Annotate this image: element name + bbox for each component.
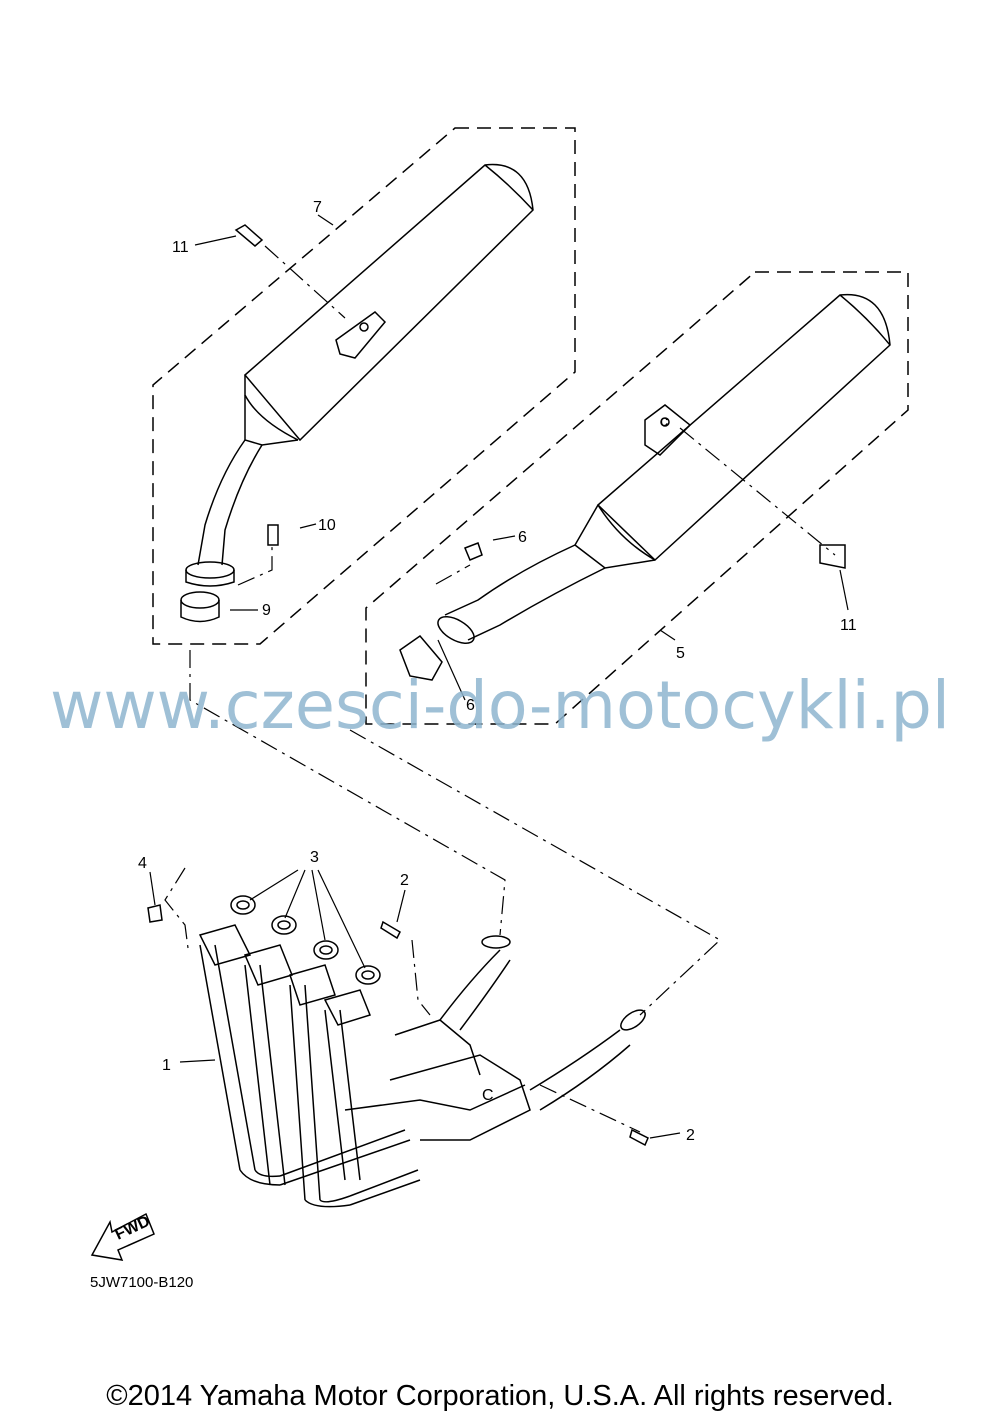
watermark-text: www.czesci-do-motocykli.pl [50, 667, 950, 744]
svg-text:C: C [482, 1087, 494, 1104]
muffler-left-group-boundary [152, 127, 576, 645]
bolt-11-right-drawing [819, 544, 846, 569]
svg-text:c: c [660, 413, 668, 430]
copyright-notice: ©2014 Yamaha Motor Corporation, U.S.A. A… [106, 1380, 894, 1412]
gasket-left-drawing [180, 591, 220, 623]
fwd-label: FWD [113, 1213, 153, 1244]
nut-4-drawing [147, 904, 163, 923]
part-label: 6 [518, 529, 527, 546]
exhaust-pipe-assembly-drawing [198, 924, 646, 1208]
bolt-7-drawing [464, 542, 483, 561]
bolt-2-lower-drawing [629, 1128, 649, 1147]
part-labels: 7 11 10 9 6 5 11 3 4 2 1 2 [138, 199, 857, 1144]
part-label: 4 [138, 855, 147, 872]
part-label: 11 [840, 617, 857, 634]
bolt-10-drawing [267, 524, 279, 546]
part-label: 3 [310, 849, 319, 866]
part-label: 5 [676, 645, 685, 662]
muffler-left-drawing [185, 163, 534, 587]
part-label-6: 6 [466, 697, 475, 714]
bolt-2-upper-drawing [380, 920, 401, 940]
part-label: 2 [400, 872, 409, 889]
assembly-lines [164, 245, 836, 1133]
part-label: 9 [262, 602, 271, 619]
muffler-right-group-boundary [365, 271, 909, 725]
fwd-arrow-drawing [90, 1212, 155, 1261]
part-label: 1 [162, 1057, 171, 1074]
part-label: 11 [172, 239, 189, 256]
gasket-right-drawing [399, 634, 443, 681]
diagram-code: 5JW7100-B120 [90, 1274, 193, 1291]
part-label: 10 [318, 517, 336, 534]
part-label: 7 [313, 199, 322, 216]
muffler-right-drawing [437, 293, 891, 644]
bolt-11-left-drawing [234, 224, 264, 247]
gasket-set-drawing [230, 895, 381, 985]
leader-lines [149, 214, 849, 1139]
part-label: 2 [686, 1127, 695, 1144]
